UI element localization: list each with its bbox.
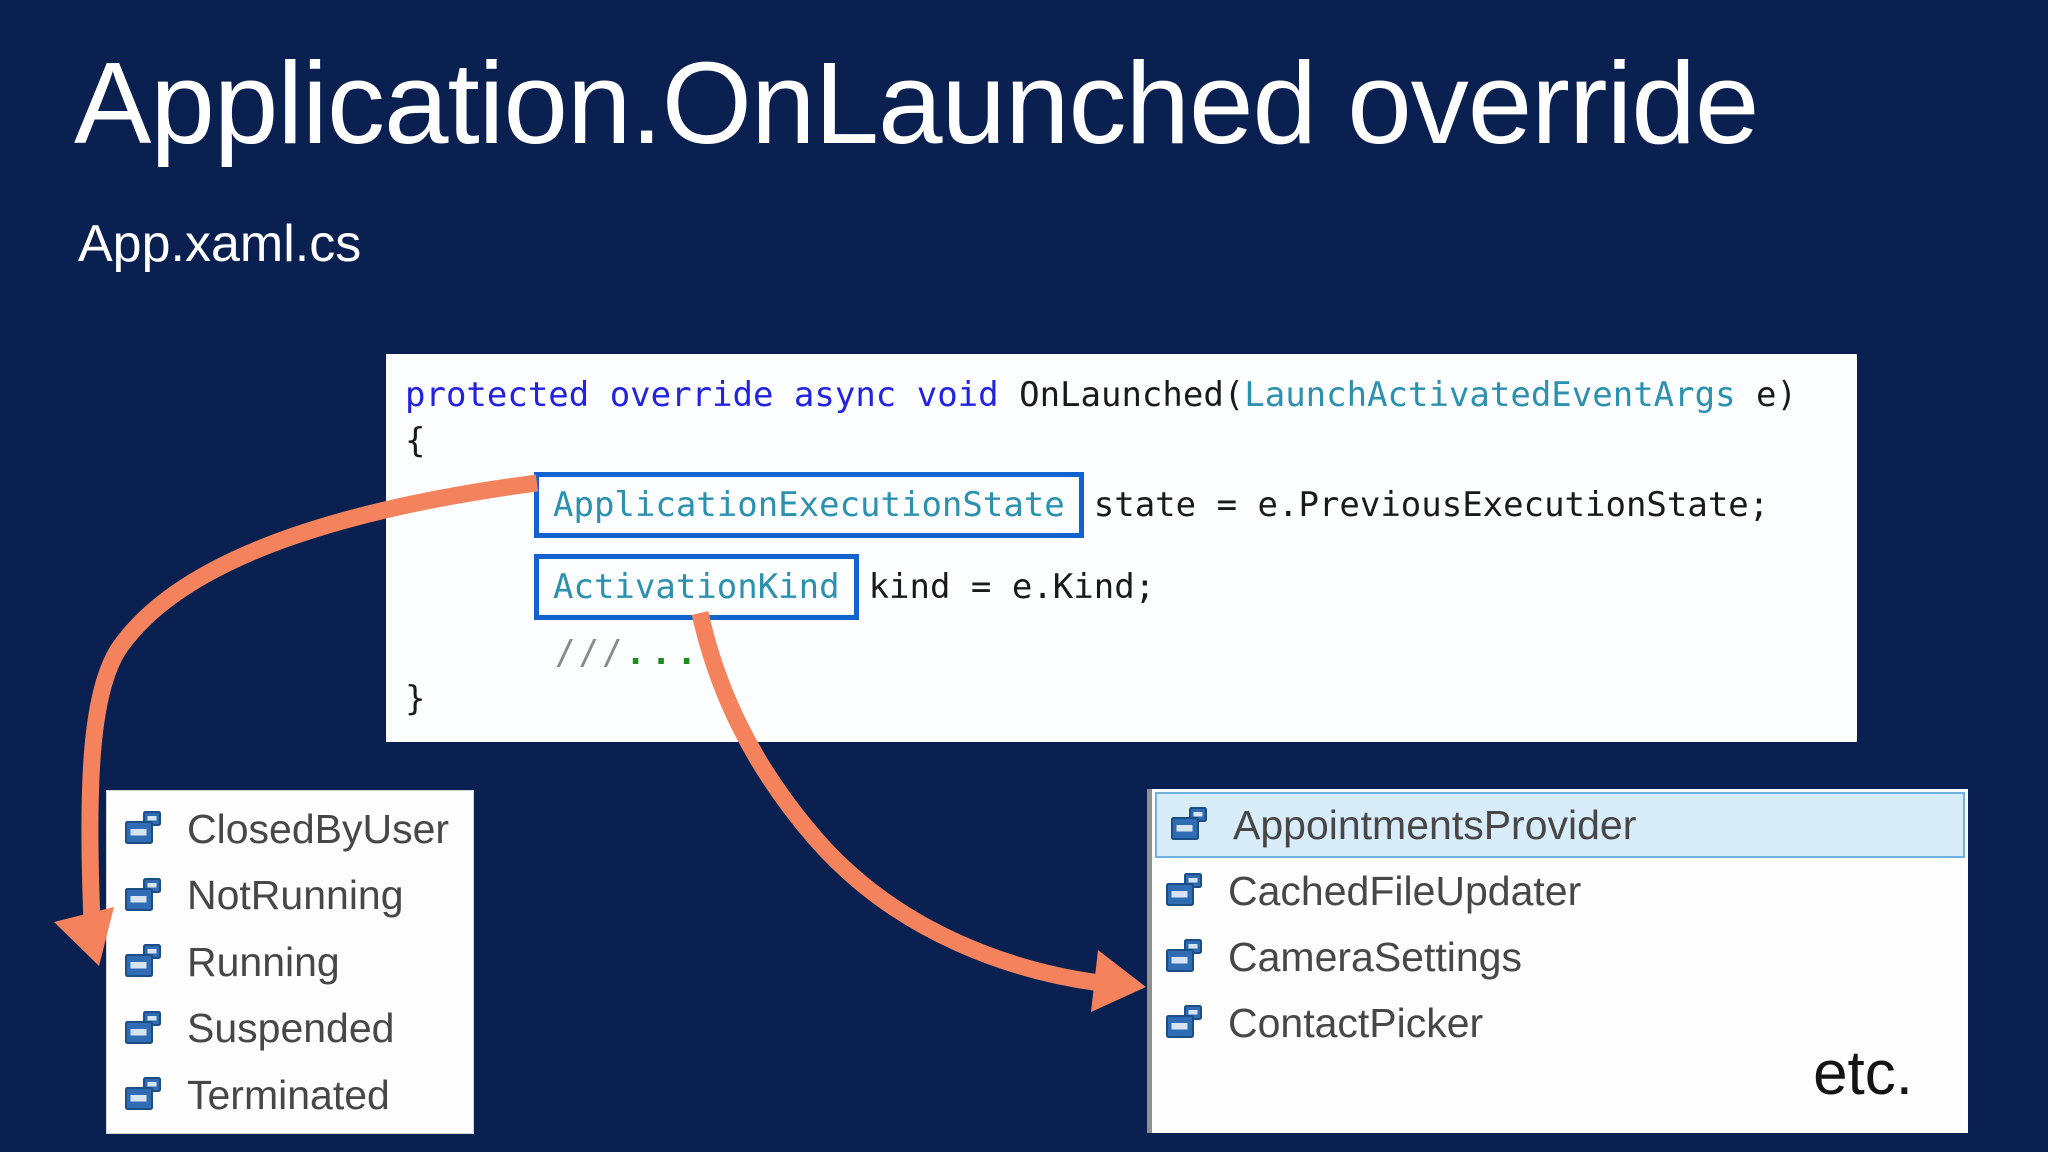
slide-subtitle: App.xaml.cs: [78, 215, 362, 273]
list-item-label: Running: [187, 938, 340, 985]
enum-member-icon: [1164, 1003, 1206, 1043]
list-item-label: AppointmentsProvider: [1233, 801, 1637, 848]
list-item[interactable]: CameraSettings: [1152, 924, 1968, 990]
code-comment-line: ///...: [555, 630, 1857, 676]
list-item-label: ClosedByUser: [187, 805, 450, 852]
slide-title: Application.OnLaunched override: [74, 38, 1759, 168]
code-statement1-rest: state = e.PreviousExecutionState;: [1093, 485, 1770, 525]
enum-member-icon: [123, 1009, 165, 1049]
list-item-label: CachedFileUpdater: [1228, 867, 1582, 914]
code-panel: protected override async void OnLaunched…: [386, 354, 1857, 742]
list-item[interactable]: NotRunning: [107, 864, 473, 928]
execution-state-list: ClosedByUser NotRunning Running Suspende…: [106, 790, 474, 1134]
code-method-name: OnLaunched(: [1019, 375, 1245, 415]
list-item[interactable]: ClosedByUser: [107, 797, 473, 861]
enum-member-icon: [123, 809, 165, 849]
list-item[interactable]: CachedFileUpdater: [1152, 858, 1968, 924]
enum-member-icon: [1169, 805, 1211, 845]
application-execution-state-box: ApplicationExecutionState: [534, 472, 1084, 538]
etc-label: etc.: [1813, 1039, 1913, 1108]
activation-kind-box: ActivationKind: [534, 554, 859, 620]
code-close-brace: }: [405, 679, 426, 719]
list-item-label: Terminated: [187, 1071, 390, 1118]
enum-member-icon: [123, 1075, 165, 1115]
list-item-label: NotRunning: [187, 872, 404, 918]
enum-member-icon: [1164, 937, 1206, 977]
code-line-signature: protected override async void OnLaunched…: [405, 372, 1857, 418]
list-item[interactable]: Suspended: [107, 997, 473, 1061]
code-open-brace: {: [405, 421, 426, 461]
enum-member-icon: [123, 942, 165, 982]
code-statement-activation-kind: ActivationKind kind = e.Kind;: [534, 554, 1857, 620]
code-param-type: LaunchActivatedEventArgs: [1244, 375, 1736, 415]
enum-member-icon: [1164, 871, 1206, 911]
list-item[interactable]: ContactPicker: [1152, 990, 1968, 1056]
activation-kind-list: AppointmentsProvider CachedFileUpdater C…: [1147, 789, 1968, 1133]
code-keywords: protected override async void: [405, 375, 1020, 415]
code-statement2-rest: kind = e.Kind;: [868, 567, 1156, 607]
list-item-label: ContactPicker: [1228, 999, 1484, 1046]
code-param-close: e): [1735, 375, 1797, 415]
list-item[interactable]: Terminated: [107, 1063, 473, 1127]
list-item-label: CameraSettings: [1228, 933, 1522, 980]
list-item[interactable]: Running: [107, 930, 473, 994]
list-item-label: Suspended: [187, 1005, 395, 1051]
enum-member-icon: [123, 876, 165, 916]
list-item-selected[interactable]: AppointmentsProvider: [1155, 792, 1965, 858]
comment-slashes: ///: [555, 633, 626, 673]
code-statement-execution-state: ApplicationExecutionState state = e.Prev…: [534, 472, 1857, 538]
comment-dots: ...: [625, 633, 702, 673]
